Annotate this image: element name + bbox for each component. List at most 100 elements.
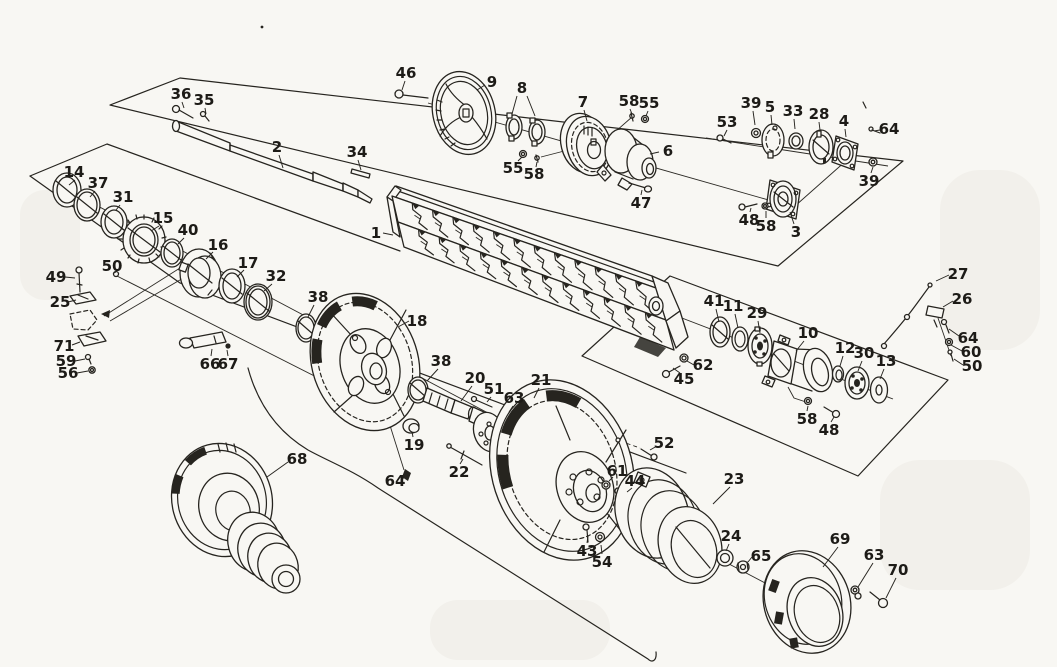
leader-line-20 (460, 385, 473, 402)
part-label-33: 33 (783, 102, 804, 120)
part-32-ring (243, 283, 273, 321)
drum-plate-edge (603, 296, 621, 327)
rim-hatch (435, 99, 456, 147)
leader-line-40 (177, 237, 185, 245)
part-label-4: 4 (839, 112, 849, 130)
drum-plate-hatch (544, 287, 552, 292)
leader-line-18 (397, 320, 410, 328)
part-label-53: 53 (717, 113, 738, 131)
drum-plate-shadow (480, 252, 488, 259)
part-14-split-ring (52, 172, 82, 208)
part-label-64: 64 (958, 329, 979, 347)
drum-plate-edge (432, 209, 449, 238)
part-label-31: 31 (113, 188, 134, 206)
part-label-63: 63 (504, 389, 525, 407)
part-21-drive-pulley (488, 379, 636, 561)
drum-plate-edge (521, 266, 538, 296)
drum-plate-shadow (432, 210, 440, 217)
part-label-11: 11 (723, 297, 744, 315)
part-53-screw (716, 134, 732, 144)
part-39-ring-right (868, 157, 878, 167)
part-68-hub-assembly (170, 442, 301, 594)
drum-plate-shadow (595, 266, 603, 273)
part-label-40: 40 (178, 221, 199, 239)
leader-line-34 (357, 159, 362, 171)
part-63-washers-right (850, 585, 862, 600)
parts-layer (52, 25, 954, 654)
leader-line-49 (64, 276, 76, 279)
leader-line-70 (885, 577, 897, 599)
boundary-curve (247, 367, 657, 662)
part-label-60: 60 (961, 343, 982, 361)
perspective-plane-upper (109, 77, 904, 267)
bracket-58-48-right (787, 386, 807, 403)
leader-line-12 (839, 355, 844, 367)
leader-latch-b (109, 276, 186, 322)
part-label-49: 49 (46, 268, 67, 286)
part-label-54: 54 (592, 553, 613, 571)
drum-plate-shadow (439, 237, 447, 244)
drum-plate-edge (411, 202, 428, 231)
leader-line-6 (649, 151, 660, 155)
perspective-plane-right (581, 275, 949, 477)
ghost-outline (69, 309, 98, 331)
leader-line-52 (649, 445, 658, 451)
part-22-detent-pin (446, 443, 483, 466)
part-label-43: 43 (577, 542, 598, 560)
leader-line-65 (747, 556, 753, 563)
drum-plate-edge (472, 223, 490, 253)
part-label-32: 32 (266, 267, 287, 285)
part-6-bearing-housing (596, 128, 657, 191)
part-label-35: 35 (194, 91, 215, 109)
drum-plate-hatch (536, 258, 544, 264)
drum-plate-hatch (461, 256, 469, 262)
part-39-nut-left (750, 127, 762, 139)
part-label-8: 8 (517, 79, 527, 97)
part-65-nut (736, 560, 750, 574)
part-label-26: 26 (952, 290, 973, 308)
part-label-5: 5 (765, 98, 775, 116)
leader-line-51 (486, 396, 492, 403)
leader-line-13 (879, 368, 885, 380)
drum-plate-hatch (503, 271, 510, 277)
leader-line-46 (401, 80, 406, 91)
drum-plate-edge (582, 289, 601, 319)
part-58-washer-right (803, 396, 813, 406)
leader-line-8 (526, 95, 536, 117)
part-label-3: 3 (791, 223, 801, 241)
drum-plate-shadow (418, 229, 426, 236)
drum-plate-shadow (513, 238, 521, 245)
leader-line-8 (511, 95, 518, 115)
leader-line-1 (382, 232, 394, 236)
part-70-bolt (869, 591, 889, 609)
part-40-snap-ring (160, 238, 184, 268)
part-62-washer (679, 353, 689, 363)
drum-plate-edge (500, 259, 517, 288)
axis-bearing-group (705, 137, 889, 167)
leader-line-66 (210, 348, 213, 357)
part-label-34: 34 (347, 143, 368, 161)
drum-plate-edge (553, 252, 573, 283)
leader-line-17 (236, 269, 245, 278)
leader-line-41 (715, 308, 720, 323)
drum-plate-shadow (534, 245, 542, 252)
drum-plate-shadow (624, 304, 632, 311)
drum-plate-hatch (414, 214, 421, 220)
leader-line-56 (76, 370, 89, 374)
leader-line-23 (712, 486, 731, 505)
drum-plate-shadow (615, 273, 623, 280)
part-36-bolt (171, 104, 194, 119)
part-label-18: 18 (407, 312, 428, 330)
part-18-variator-pulley (309, 292, 421, 432)
leader-line-33 (793, 118, 796, 130)
part-label-48: 48 (819, 421, 840, 439)
leader-line-16 (205, 251, 214, 260)
part-label-13: 13 (876, 352, 897, 370)
leader-line-29 (757, 320, 761, 334)
part-label-9: 9 (487, 73, 497, 91)
part-label-50: 50 (962, 357, 983, 375)
leader-line-63 (508, 405, 514, 413)
leader-line-39 (870, 166, 874, 174)
drum-plate-hatch (434, 222, 442, 227)
